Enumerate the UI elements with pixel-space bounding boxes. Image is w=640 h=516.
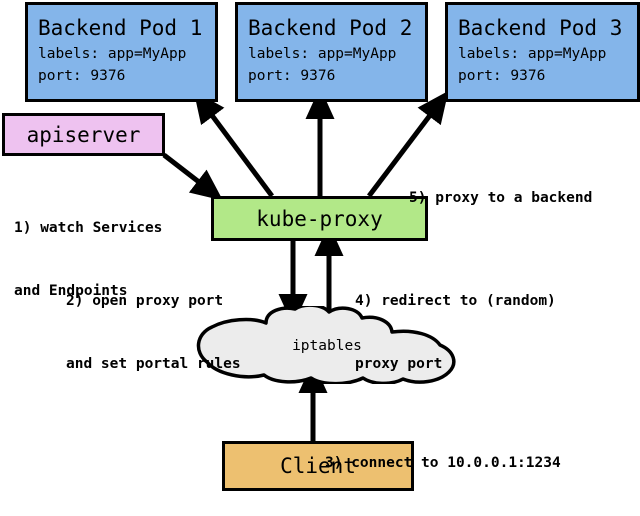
edge-label-4-line1: 4) redirect to (random): [355, 293, 556, 309]
backend-pod-1-box: Backend Pod 1 labels: app=MyApp port: 93…: [25, 2, 218, 102]
arrow-apiserver-to-kubeproxy: [162, 153, 224, 201]
backend-pod-2-port: port: 9376: [248, 68, 336, 84]
edge-label-4-line2: proxy port: [355, 356, 443, 372]
backend-pod-3-labels: labels: app=MyApp: [458, 46, 607, 62]
edge-label-1: 1) watch Services and Endpoints: [14, 176, 162, 344]
kube-proxy-diagram: iptables Backend Pod 1 labels: app=MyApp…: [2, 2, 640, 491]
apiserver-label: apiserver: [26, 122, 141, 147]
edge-label-5-line1: 5) proxy to a backend: [409, 190, 593, 206]
backend-pod-1-labels: labels: app=MyApp: [38, 46, 187, 62]
edge-label-2: 2) open proxy port and set portal rules: [66, 249, 241, 417]
backend-pod-3-title: Backend Pod 3: [458, 16, 623, 40]
client-box: Client: [222, 441, 414, 491]
backend-pod-1-title: Backend Pod 1: [38, 16, 203, 40]
edge-label-1-line1: 1) watch Services: [14, 220, 163, 236]
arrow-kubeproxy-to-pod1: [193, 90, 275, 198]
apiserver-box: apiserver: [2, 113, 165, 156]
edge-label-3-line1: 3) connect to 10.0.0.1:1234: [325, 455, 561, 471]
backend-pod-1-port: port: 9376: [38, 68, 126, 84]
edge-label-4: 4) redirect to (random) proxy port: [355, 249, 556, 417]
backend-pod-2-labels: labels: app=MyApp: [248, 46, 397, 62]
iptables-cloud: iptables: [192, 303, 462, 386]
edge-label-3: 3) connect to 10.0.0.1:1234: [325, 411, 561, 516]
backend-pod-2-box: Backend Pod 2 labels: app=MyApp port: 93…: [235, 2, 428, 102]
arrow-layer: [162, 86, 449, 441]
arrow-kubeproxy-to-pod3: [367, 90, 449, 198]
backend-pod-3-port: port: 9376: [458, 68, 546, 84]
backend-pod-2-title: Backend Pod 2: [248, 16, 413, 40]
cloud-shape: [196, 303, 456, 386]
edge-label-5: 5) proxy to a backend: [409, 146, 592, 251]
iptables-label: iptables: [292, 338, 362, 354]
kube-proxy-box: kube-proxy: [211, 196, 428, 241]
edge-label-1-line2: and Endpoints: [14, 283, 128, 299]
edge-label-2-line1: 2) open proxy port: [66, 293, 224, 309]
edge-label-2-line2: and set portal rules: [66, 356, 241, 372]
client-label: Client: [280, 454, 356, 478]
backend-pod-3-box: Backend Pod 3 labels: app=MyApp port: 93…: [445, 2, 640, 102]
kube-proxy-label: kube-proxy: [256, 206, 383, 231]
